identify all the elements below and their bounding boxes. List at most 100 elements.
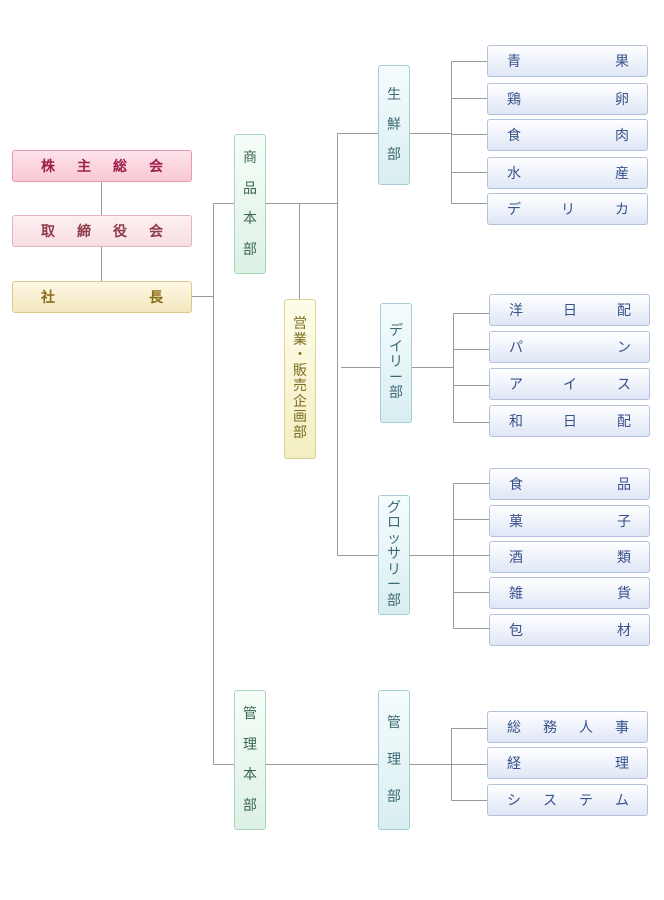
administration-division-box: 管 理 本 部 [234, 690, 266, 830]
label-char: ー [389, 369, 403, 386]
label-char: 管 [243, 706, 257, 723]
label-char: 菓 [509, 514, 523, 530]
label-char: グ [387, 499, 401, 516]
label-char: 果 [615, 54, 629, 70]
label-char: 部 [389, 385, 403, 402]
label-char: テ [579, 793, 593, 809]
label-char: 和 [509, 414, 523, 430]
leaf-poultry-eggs: 鶏 卵 [487, 83, 648, 115]
label-char: 包 [509, 623, 523, 639]
label-char: 会 [149, 224, 163, 240]
label-char: ム [615, 793, 629, 809]
shareholders-meeting-box: 株 主 総 会 [12, 150, 192, 182]
leaf-confectionery: 菓 子 [489, 505, 650, 537]
label-char: 事 [615, 720, 629, 736]
label-char: 酒 [509, 550, 523, 566]
label-char: 理 [387, 751, 401, 768]
label-char: 類 [617, 550, 631, 566]
label-char: 長 [149, 290, 163, 306]
label-char: 洋 [509, 303, 523, 319]
label-char: 理 [615, 756, 629, 772]
label-char: シ [507, 793, 521, 809]
fresh-dept-box: 生 鮮 部 [378, 65, 410, 185]
label-char: 務 [543, 720, 557, 736]
label-char: 品 [243, 180, 257, 197]
label-char: 肉 [615, 128, 629, 144]
label-char: 会 [149, 159, 163, 175]
label-char: 部 [243, 241, 257, 258]
label-char: イ [563, 377, 577, 393]
label-char: 貨 [617, 586, 631, 602]
label-char: リ [387, 561, 401, 578]
label-char: 部 [387, 788, 401, 805]
label-char: 売 [293, 378, 307, 394]
leaf-packaging: 包 材 [489, 614, 650, 646]
label-char: 画 [293, 409, 307, 425]
label-char: 株 [41, 159, 55, 175]
label-char: デ [507, 202, 521, 218]
leaf-western-daily: 洋 日 配 [489, 294, 650, 326]
label-char: リ [561, 202, 575, 218]
label-char: ア [509, 377, 523, 393]
label-char: 本 [243, 211, 257, 228]
label-char: 本 [243, 767, 257, 784]
leaf-general-affairs-hr: 総 務 人 事 [487, 711, 648, 743]
label-char: 販 [293, 362, 307, 379]
leaf-foods: 食 品 [489, 468, 650, 500]
leaf-seafood: 水 産 [487, 157, 648, 189]
label-char: 営 [293, 316, 307, 332]
label-char: ッ [387, 530, 401, 547]
label-char: 企 [293, 393, 307, 410]
leaf-meat: 食 肉 [487, 119, 648, 151]
label-char: 理 [243, 736, 257, 753]
label-char: 経 [507, 756, 521, 772]
label-char: 鮮 [387, 117, 401, 133]
label-char: ン [617, 340, 631, 356]
label-char: 役 [113, 224, 127, 240]
grocery-dept-box: グ ロ ッ サ リ ー 部 [378, 495, 410, 615]
label-char: パ [509, 340, 523, 356]
leaf-sundries: 雑 貨 [489, 577, 650, 609]
label-char: 管 [387, 715, 401, 732]
leaf-bread: パ ン [489, 331, 650, 363]
label-char: 主 [77, 159, 91, 175]
label-char: 生 [387, 87, 401, 103]
administration-dept-box: 管 理 部 [378, 690, 410, 830]
label-char: ・ [293, 347, 307, 363]
label-char: 部 [293, 424, 307, 441]
label-char: 総 [507, 720, 521, 736]
label-char: 産 [615, 166, 629, 182]
leaf-systems: シ ス テ ム [487, 784, 648, 816]
label-char: 人 [579, 720, 593, 736]
label-char: 部 [387, 147, 401, 163]
label-char: 雑 [509, 586, 523, 602]
sales-planning-division-box: 営 業 ・ 販 売 企 画 部 [284, 299, 316, 459]
label-char: サ [387, 546, 401, 563]
label-char: 商 [243, 150, 257, 167]
label-char: 材 [617, 623, 631, 639]
merchandise-division-box: 商 品 本 部 [234, 134, 266, 274]
label-char: 部 [243, 797, 257, 814]
label-char: 鶏 [507, 92, 521, 108]
label-char: 配 [617, 303, 631, 319]
label-char: カ [615, 202, 629, 218]
leaf-japanese-daily: 和 日 配 [489, 405, 650, 437]
label-char: 卵 [615, 92, 629, 108]
label-char: 青 [507, 54, 521, 70]
leaf-produce: 青 果 [487, 45, 648, 77]
daily-dept-box: デ イ リ ー 部 [380, 303, 412, 423]
label-char: 子 [617, 514, 631, 530]
label-char: 食 [507, 128, 521, 144]
label-char: 社 [41, 290, 55, 306]
label-char: 日 [563, 303, 577, 319]
label-char: ロ [387, 515, 401, 532]
label-char: 業 [293, 331, 307, 348]
president-box: 社 長 [12, 281, 192, 313]
label-char: 部 [387, 592, 401, 609]
label-char: ス [543, 793, 557, 809]
leaf-ice-cream: ア イ ス [489, 368, 650, 400]
label-char: 取 [41, 224, 55, 240]
label-char: 水 [507, 166, 521, 182]
